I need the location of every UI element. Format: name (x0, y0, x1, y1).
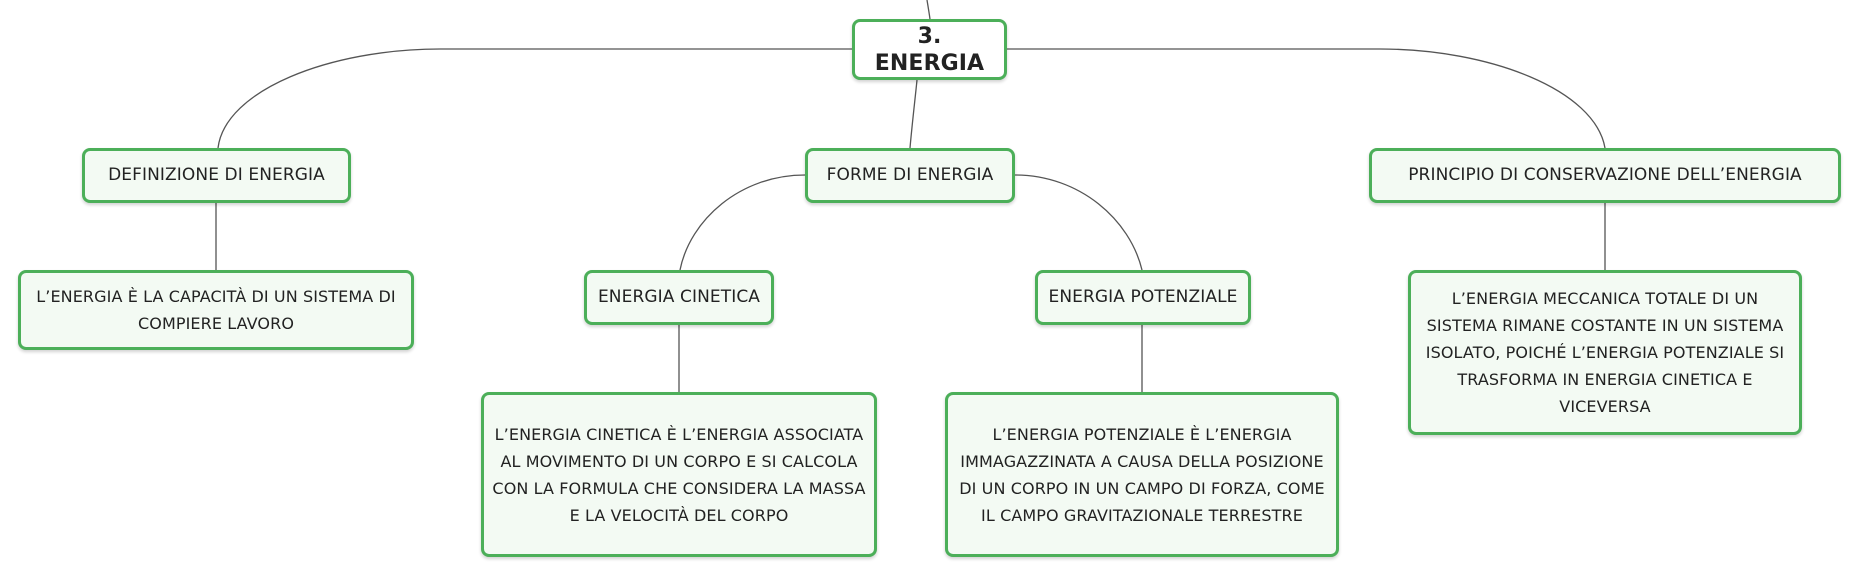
subtopic-principio-detail[interactable]: L’ENERGIA MECCANICA TOTALE DI UN SISTEMA… (1408, 270, 1802, 435)
topic-forme-label: FORME DI ENERGIA (826, 165, 994, 185)
topic-root-energia[interactable]: 3. ENERGIA (852, 19, 1007, 80)
connector-parent-root (926, 0, 931, 20)
connector-root-principio (1007, 48, 1606, 149)
topic-definizione-label: DEFINIZIONE DI ENERGIA (108, 165, 325, 185)
potenziale-detail-text: L’ENERGIA POTENZIALE È L’ENERGIA IMMAGAZ… (959, 424, 1325, 525)
topic-principio-label: PRINCIPIO DI CONSERVAZIONE DELL’ENERGIA (1408, 165, 1802, 185)
subtopic-energia-cinetica[interactable]: ENERGIA CINETICA (584, 270, 774, 325)
subtopic-energia-potenziale[interactable]: ENERGIA POTENZIALE (1035, 270, 1251, 325)
energia-potenziale-label: ENERGIA POTENZIALE (1048, 287, 1238, 307)
principio-detail-text: L’ENERGIA MECCANICA TOTALE DI UN SISTEMA… (1425, 289, 1785, 416)
connector-root-forme (909, 79, 918, 149)
definizione-detail-text: L’ENERGIA È LA CAPACITÀ DI UN SISTEMA DI… (36, 287, 396, 333)
topic-forme[interactable]: FORME DI ENERGIA (805, 148, 1015, 203)
connector-forme-potenziale (1014, 174, 1143, 271)
cinetica-detail-text: L’ENERGIA CINETICA È L’ENERGIA ASSOCIATA… (492, 424, 866, 525)
topic-definizione[interactable]: DEFINIZIONE DI ENERGIA (82, 148, 351, 203)
subtopic-definizione-detail[interactable]: L’ENERGIA È LA CAPACITÀ DI UN SISTEMA DI… (18, 270, 414, 350)
subtopic-potenziale-detail[interactable]: L’ENERGIA POTENZIALE È L’ENERGIA IMMAGAZ… (945, 392, 1339, 557)
energia-cinetica-label: ENERGIA CINETICA (597, 287, 761, 307)
subtopic-cinetica-detail[interactable]: L’ENERGIA CINETICA È L’ENERGIA ASSOCIATA… (481, 392, 877, 557)
topic-root-label: 3. ENERGIA (874, 23, 985, 76)
topic-principio[interactable]: PRINCIPIO DI CONSERVAZIONE DELL’ENERGIA (1369, 148, 1841, 203)
connector-forme-cinetica (679, 174, 806, 271)
connector-root-definizione (217, 48, 852, 149)
